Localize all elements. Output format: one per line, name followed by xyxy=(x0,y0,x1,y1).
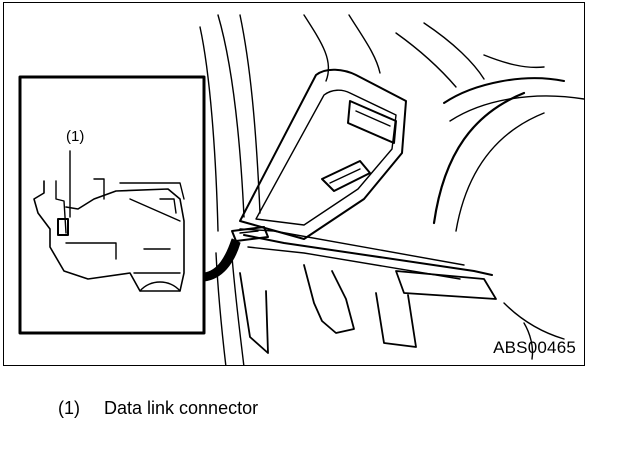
callout-pointer xyxy=(203,238,241,282)
connector-location xyxy=(231,226,269,242)
windshield-pillar xyxy=(199,14,261,232)
legend: (1) Data link connector xyxy=(58,398,258,419)
lower-dash-panel xyxy=(239,228,497,300)
inset-callout-label: (1) xyxy=(66,128,85,145)
floor-lines xyxy=(215,252,565,365)
vehicle-interior-illustration xyxy=(18,14,584,365)
inset-bracket-closeup xyxy=(33,150,185,292)
inset-box xyxy=(18,75,206,335)
legend-text: Data link connector xyxy=(104,398,259,418)
steering-wheel xyxy=(432,54,584,232)
figure-frame: (1) ABS00465 xyxy=(3,2,585,366)
legend-number: (1) xyxy=(58,398,80,418)
dashboard-contours xyxy=(303,14,485,88)
pedals xyxy=(239,264,417,354)
center-console xyxy=(239,68,407,240)
figure-id-label: ABS00465 xyxy=(493,338,576,357)
